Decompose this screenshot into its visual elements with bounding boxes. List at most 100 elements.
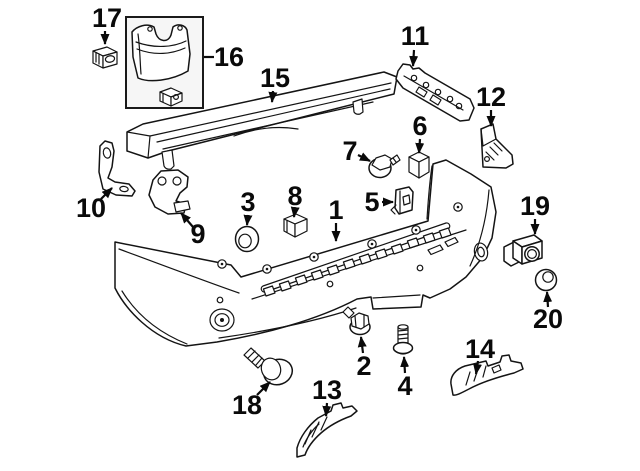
sensor-lens-inner bbox=[526, 249, 537, 260]
bracket12-tab bbox=[480, 128, 497, 147]
bumper-corner-crease bbox=[469, 189, 490, 267]
bracket9-hole bbox=[157, 176, 167, 186]
splash-shield bbox=[131, 24, 191, 82]
support11-slot bbox=[415, 86, 428, 98]
arrow-to-bumper-bolt bbox=[357, 336, 367, 354]
callout-16: 16 bbox=[204, 42, 244, 72]
part-park-sensor bbox=[503, 234, 543, 267]
pin-ribs bbox=[247, 350, 263, 366]
bar-scallop bbox=[233, 126, 299, 137]
bumper-tread-marks bbox=[262, 227, 452, 297]
support11-hole bbox=[422, 81, 430, 89]
arrow-to-lower-bracket-right bbox=[473, 360, 482, 375]
part-grommet bbox=[234, 225, 260, 253]
splash-shield-edge bbox=[137, 33, 142, 75]
part-bumper-cover bbox=[114, 159, 497, 347]
support11-hole bbox=[455, 102, 463, 110]
support11-hole bbox=[410, 74, 418, 82]
bracket14-notch bbox=[491, 364, 502, 374]
part-side-support-bracket bbox=[480, 123, 514, 169]
bumper-hole bbox=[326, 280, 334, 288]
arrow-to-flange-bolt bbox=[357, 152, 371, 162]
callout-11: 11 bbox=[401, 21, 429, 67]
bracket13-body bbox=[296, 402, 358, 458]
callout-19: 19 bbox=[520, 191, 550, 235]
bar-end-cap bbox=[126, 131, 151, 159]
part-flange-bolt bbox=[368, 154, 401, 179]
arrow-to-stud-screw bbox=[400, 356, 410, 374]
callout-label-4: 4 bbox=[397, 371, 412, 401]
clip6-side bbox=[418, 156, 430, 179]
callout-label-12: 12 bbox=[476, 82, 506, 112]
arrow-to-sensor-grommet bbox=[543, 291, 553, 308]
clip-notch bbox=[95, 52, 100, 65]
grommet20-inner bbox=[542, 271, 554, 283]
callout-label-9: 9 bbox=[190, 219, 205, 249]
bumper-corner-slot bbox=[444, 236, 459, 248]
callout-2: 2 bbox=[356, 336, 372, 381]
part-sensor-grommet bbox=[534, 268, 558, 292]
callout-label-13: 13 bbox=[312, 375, 342, 405]
callout-label-17: 17 bbox=[92, 3, 122, 33]
bumper-tow-recess-inner bbox=[214, 313, 230, 327]
part-splash-shield-kit bbox=[125, 16, 204, 109]
bumper-corner-slot bbox=[427, 244, 444, 256]
clip8-side bbox=[294, 218, 308, 238]
callout-label-1: 1 bbox=[328, 195, 343, 225]
callout-3: 3 bbox=[240, 187, 256, 226]
screw4-cap bbox=[397, 324, 409, 330]
part-stud-screw bbox=[392, 324, 414, 355]
part-shield-clip bbox=[92, 46, 118, 69]
strap-hole-top bbox=[102, 147, 112, 159]
grommet3-outer bbox=[234, 225, 260, 253]
bracket12-hole bbox=[484, 156, 491, 163]
bumper-crease bbox=[121, 290, 188, 345]
bumper-hole bbox=[416, 264, 424, 272]
bar-rib bbox=[156, 88, 391, 143]
callout-6: 6 bbox=[412, 111, 428, 154]
bar-body bbox=[126, 71, 398, 159]
callout-label-20: 20 bbox=[533, 304, 563, 334]
callout-label-14: 14 bbox=[465, 334, 495, 364]
clip5-hole bbox=[402, 194, 411, 206]
part-push-pin bbox=[243, 347, 294, 386]
part-bumper-bolt bbox=[342, 306, 371, 336]
grommet3-inner bbox=[238, 233, 252, 249]
support11-slot bbox=[429, 94, 442, 106]
bolt2-facets bbox=[354, 314, 365, 328]
bracket9-foot bbox=[173, 200, 191, 213]
screw4-dome bbox=[393, 349, 413, 355]
clip-hole bbox=[104, 55, 116, 63]
callout-18: 18 bbox=[232, 381, 271, 420]
bolt2-stub bbox=[342, 306, 355, 319]
arrow-to-grommet bbox=[243, 214, 253, 226]
callout-label-3: 3 bbox=[240, 187, 255, 217]
pin-head-rim bbox=[260, 357, 282, 381]
kit-clip-hole bbox=[173, 93, 180, 100]
arrow-to-side-bracket-left bbox=[180, 212, 194, 228]
callout-label-5: 5 bbox=[364, 187, 379, 217]
part-side-clip bbox=[390, 186, 414, 215]
arrow-to-push-pin bbox=[256, 381, 271, 396]
bumper-corner-recess-inner bbox=[477, 246, 485, 258]
callout-4: 4 bbox=[397, 356, 413, 401]
splash-shield-crease bbox=[135, 40, 187, 47]
callout-label-15: 15 bbox=[260, 63, 290, 93]
shield-hole bbox=[147, 26, 153, 32]
callout-20: 20 bbox=[533, 291, 563, 334]
arrow-to-lower-bracket-left bbox=[322, 402, 332, 417]
callout-10: 10 bbox=[76, 187, 113, 223]
callout-1: 1 bbox=[328, 195, 344, 242]
callout-14: 14 bbox=[465, 334, 495, 375]
support11-rib bbox=[403, 75, 464, 111]
bar-rib bbox=[162, 101, 374, 150]
part-upper-clip bbox=[283, 213, 308, 238]
callout-label-18: 18 bbox=[232, 390, 262, 420]
callout-label-16: 16 bbox=[214, 42, 244, 72]
callout-8: 8 bbox=[287, 181, 303, 218]
bar-tab-right bbox=[352, 98, 364, 115]
callout-7: 7 bbox=[342, 136, 371, 166]
part-lower-bracket-right bbox=[450, 354, 524, 396]
bracket14-body bbox=[450, 354, 524, 396]
